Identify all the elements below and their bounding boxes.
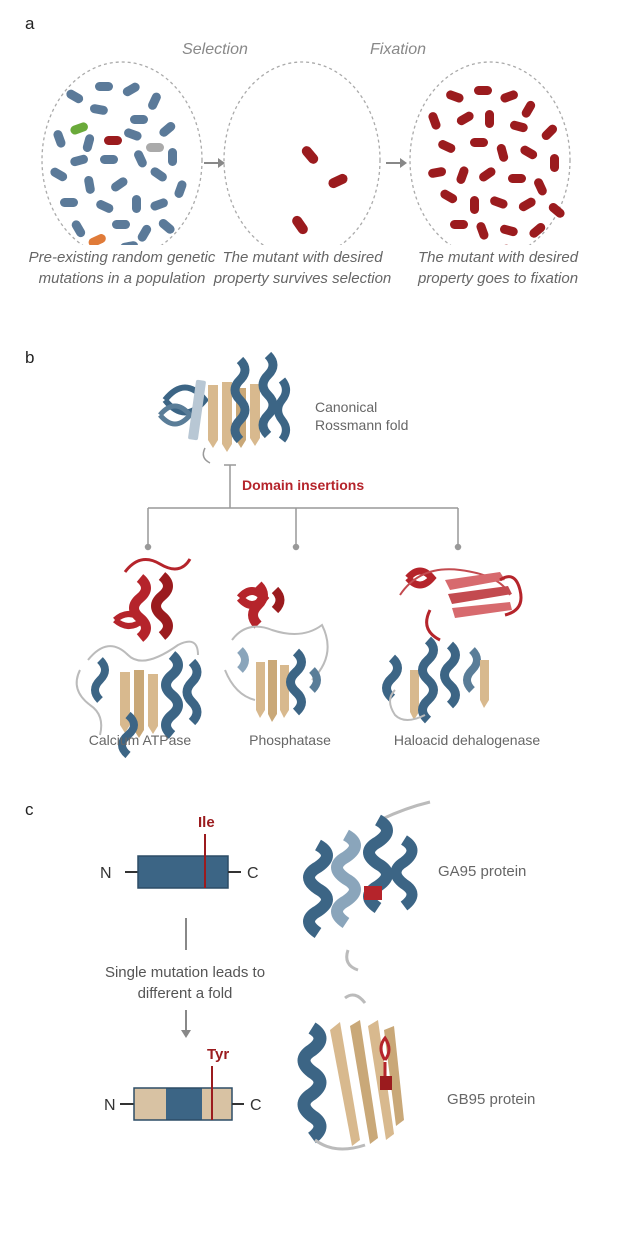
n-terminus-label: N bbox=[104, 1097, 116, 1114]
ga95-sequence-bar bbox=[137, 855, 229, 889]
rossmann-fold-structure bbox=[158, 351, 290, 464]
mutant-cell-green bbox=[70, 122, 88, 135]
wild-type-cells bbox=[50, 82, 187, 245]
arrow-icon bbox=[386, 158, 407, 168]
c-terminus-label: C bbox=[247, 865, 259, 882]
mutant-cell-gray bbox=[146, 143, 164, 152]
gb95-label: GB95 protein bbox=[447, 1091, 535, 1108]
label-haloacid-dehalogenase: Haloacid dehalogenase bbox=[394, 732, 541, 748]
calcium-atpase-structure bbox=[75, 558, 202, 759]
c-terminus-label: C bbox=[250, 1097, 262, 1114]
caption-population: Pre-existing random genetic mutations in… bbox=[28, 249, 216, 287]
panel-letter-a: a bbox=[25, 14, 35, 33]
mutant-cell-red bbox=[104, 136, 122, 145]
rossmann-label-line1: Canonical bbox=[315, 399, 377, 415]
residue-ile-label: Ile bbox=[198, 814, 215, 831]
mutation-caption: Single mutation leads to different a fol… bbox=[104, 964, 266, 1002]
rossmann-label-line2: Rossmann fold bbox=[315, 417, 408, 433]
residue-tyr-label: Tyr bbox=[207, 1046, 229, 1063]
selection-diagram: Selection Fixation bbox=[41, 41, 571, 245]
selection-circle bbox=[223, 61, 381, 245]
caption-selection: The mutant with desired property survive… bbox=[213, 249, 392, 287]
panel-letter-b: b bbox=[25, 348, 35, 367]
domain-insertions-label: Domain insertions bbox=[242, 477, 364, 493]
domain-insertion-diagram: Canonical Rossmann fold Domain insertion… bbox=[75, 351, 541, 759]
fixation-circle bbox=[409, 61, 571, 245]
stage-label-selection: Selection bbox=[182, 41, 248, 58]
n-terminus-label: N bbox=[100, 865, 112, 882]
mutant-cell-orange bbox=[88, 234, 106, 245]
arrow-down-icon bbox=[181, 1030, 191, 1038]
stage-label-fixation: Fixation bbox=[370, 41, 426, 58]
phosphatase-structure bbox=[224, 581, 329, 722]
ga95-structure bbox=[303, 800, 431, 972]
panel-letter-c: c bbox=[25, 800, 34, 819]
label-phosphatase: Phosphatase bbox=[249, 732, 331, 748]
branch-connector bbox=[144, 464, 462, 551]
label-calcium-atpase: Calcium ATPase bbox=[89, 732, 192, 748]
fixed-population-cells bbox=[428, 86, 565, 245]
fold-switch-diagram: N C Ile N C Tyr GA95 protein bbox=[100, 800, 535, 1151]
arrow-icon bbox=[204, 158, 225, 168]
gb95-sequence-bar bbox=[133, 1087, 233, 1121]
surviving-mutants bbox=[292, 146, 348, 235]
ga95-label: GA95 protein bbox=[438, 863, 526, 880]
haloacid-dehalogenase-structure bbox=[382, 567, 523, 724]
caption-fixation: The mutant with desired property goes to… bbox=[417, 249, 579, 287]
population-circle bbox=[41, 61, 203, 245]
gb95-structure bbox=[297, 993, 404, 1151]
